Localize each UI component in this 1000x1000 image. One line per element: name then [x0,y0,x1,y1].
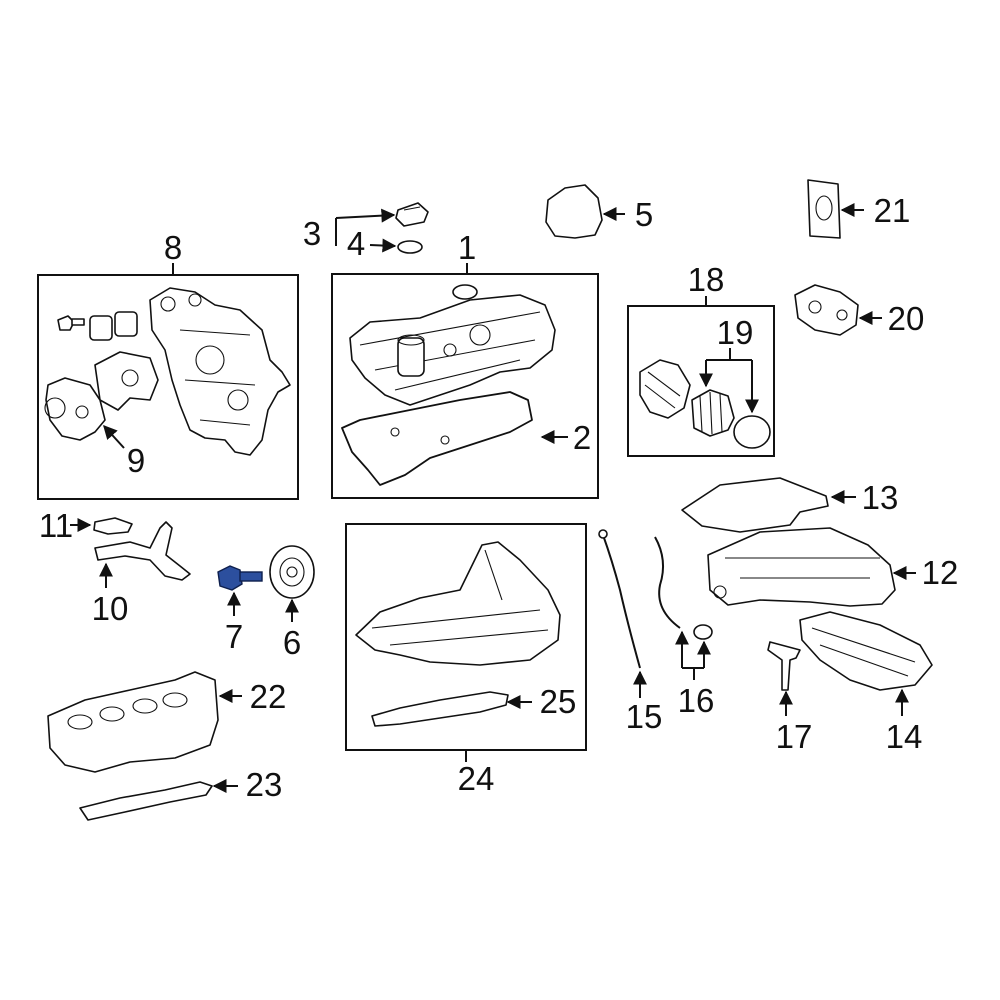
intake-manifold-part[interactable] [355,541,561,666]
valve-cover-gasket-part[interactable] [341,391,533,486]
valve-cover-seal-ring[interactable] [452,284,478,300]
oil-filter-oring-part[interactable] [733,415,771,449]
timing-cover-gasket-a[interactable] [89,315,113,341]
oil-filler-cap-part[interactable] [395,202,429,227]
oil-filter-housing-part[interactable] [794,284,859,336]
callout-25: 25 [540,683,577,720]
callout-21: 21 [874,192,911,229]
callout-15: 15 [626,698,663,735]
callout-7: 7 [225,618,243,655]
callout-17: 17 [776,718,813,755]
oil-filler-cap-gasket-part[interactable] [397,240,423,254]
water-pump-part[interactable] [44,377,106,441]
engine-cover-bracket-part[interactable] [545,184,603,239]
callout-2: 2 [573,419,591,456]
callout-10: 10 [92,590,129,627]
callout-23: 23 [246,766,283,803]
oil-strainer-gasket-part[interactable] [93,517,133,535]
callout-12: 12 [922,554,959,591]
callout-1: 1 [458,229,476,266]
callout-14: 14 [886,718,923,755]
exhaust-manifold-gasket-part[interactable] [79,781,213,821]
callout-4: 4 [347,225,365,262]
dipstick-tube-oring-part[interactable] [693,624,713,640]
callout-20: 20 [888,300,925,337]
oil-strainer-part[interactable] [94,521,191,581]
callout-19: 19 [717,314,754,351]
box-group-1 [331,273,599,499]
callout-5: 5 [635,196,653,233]
dipstick-part[interactable] [602,534,641,669]
oil-pan-baffle-part[interactable] [681,477,829,533]
callout-18: 18 [688,261,725,298]
callout-16: 16 [678,682,715,719]
exhaust-manifold-part[interactable] [47,671,219,773]
oil-filter-cap-part[interactable] [639,359,691,419]
callout-8: 8 [164,229,182,266]
crankshaft-pulley-bolt-part[interactable] [217,565,263,591]
callout-11: 11 [39,507,73,544]
dipstick-bracket-part[interactable] [767,641,801,691]
intake-manifold-gasket-part[interactable] [371,691,509,727]
oil-pan-upper-part[interactable] [707,527,896,607]
box-group-18 [627,305,775,457]
callout-24: 24 [458,760,495,797]
timing-chain-cover-seal[interactable] [94,351,159,411]
callout-22: 22 [250,678,287,715]
timing-cover-gasket-b[interactable] [114,311,138,337]
callout-9: 9 [127,442,145,479]
callout-6: 6 [283,624,301,661]
callout-3: 3 [303,215,321,252]
valve-cover-part[interactable] [349,294,556,406]
leader-lines [70,203,916,793]
timing-cover-bolt[interactable] [57,315,85,331]
oil-pan-lower-part[interactable] [799,611,933,691]
box-group-8 [37,274,299,500]
callout-13: 13 [862,479,899,516]
oil-filter-element-part[interactable] [691,389,735,437]
dipstick-tube-part[interactable] [654,536,681,629]
timing-cover-part[interactable] [149,287,291,456]
mount-gasket-part[interactable] [807,179,841,239]
crankshaft-pulley-part[interactable] [269,545,315,599]
